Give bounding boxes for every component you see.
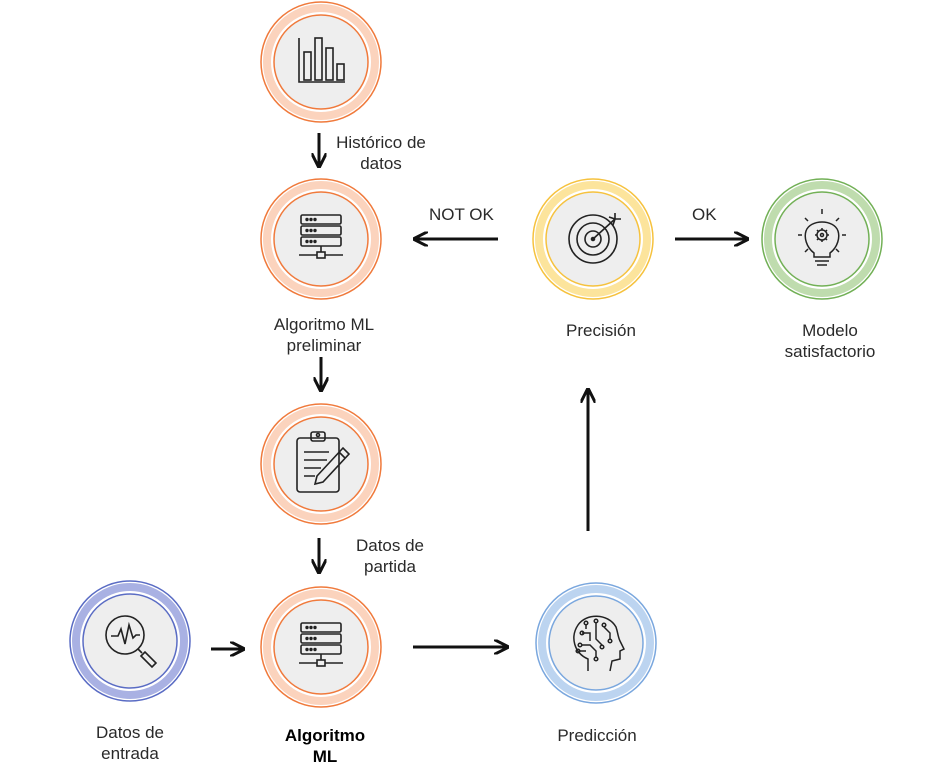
target-icon — [568, 213, 621, 264]
label-precision: Precisión — [566, 321, 636, 340]
node-precision — [532, 178, 654, 300]
node-datos-entrada — [69, 580, 191, 702]
label-datos-entrada: Datos de entrada — [95, 723, 165, 763]
node-modelo — [761, 178, 883, 300]
label-prediccion: Predicción — [557, 726, 637, 745]
clipboard-pencil-icon — [296, 431, 351, 493]
node-prediccion — [535, 582, 657, 704]
edge-label-not-ok: NOT OK — [429, 205, 494, 224]
server-icon — [299, 214, 343, 259]
node-historico — [260, 1, 382, 123]
bar-chart-icon — [298, 37, 345, 83]
node-algoritmo-ml — [260, 586, 382, 708]
magnifier-pulse-icon — [105, 615, 158, 669]
label-algoritmo-preliminar: Algoritmo ML preliminar — [273, 315, 375, 355]
edge-label-historico: Histórico de datos — [336, 133, 426, 173]
node-datos-partida — [260, 403, 382, 525]
edge-label-ok: OK — [692, 205, 717, 224]
edge-label-partida: Datos de partida — [355, 536, 425, 576]
brain-head-icon — [573, 615, 626, 672]
label-algoritmo-ml: Algoritmo ML — [284, 726, 366, 766]
lightbulb-gear-icon — [798, 209, 846, 266]
label-modelo: Modelo satisfactorio — [784, 321, 876, 361]
node-algoritmo-preliminar — [260, 178, 382, 300]
server-icon — [299, 622, 343, 667]
